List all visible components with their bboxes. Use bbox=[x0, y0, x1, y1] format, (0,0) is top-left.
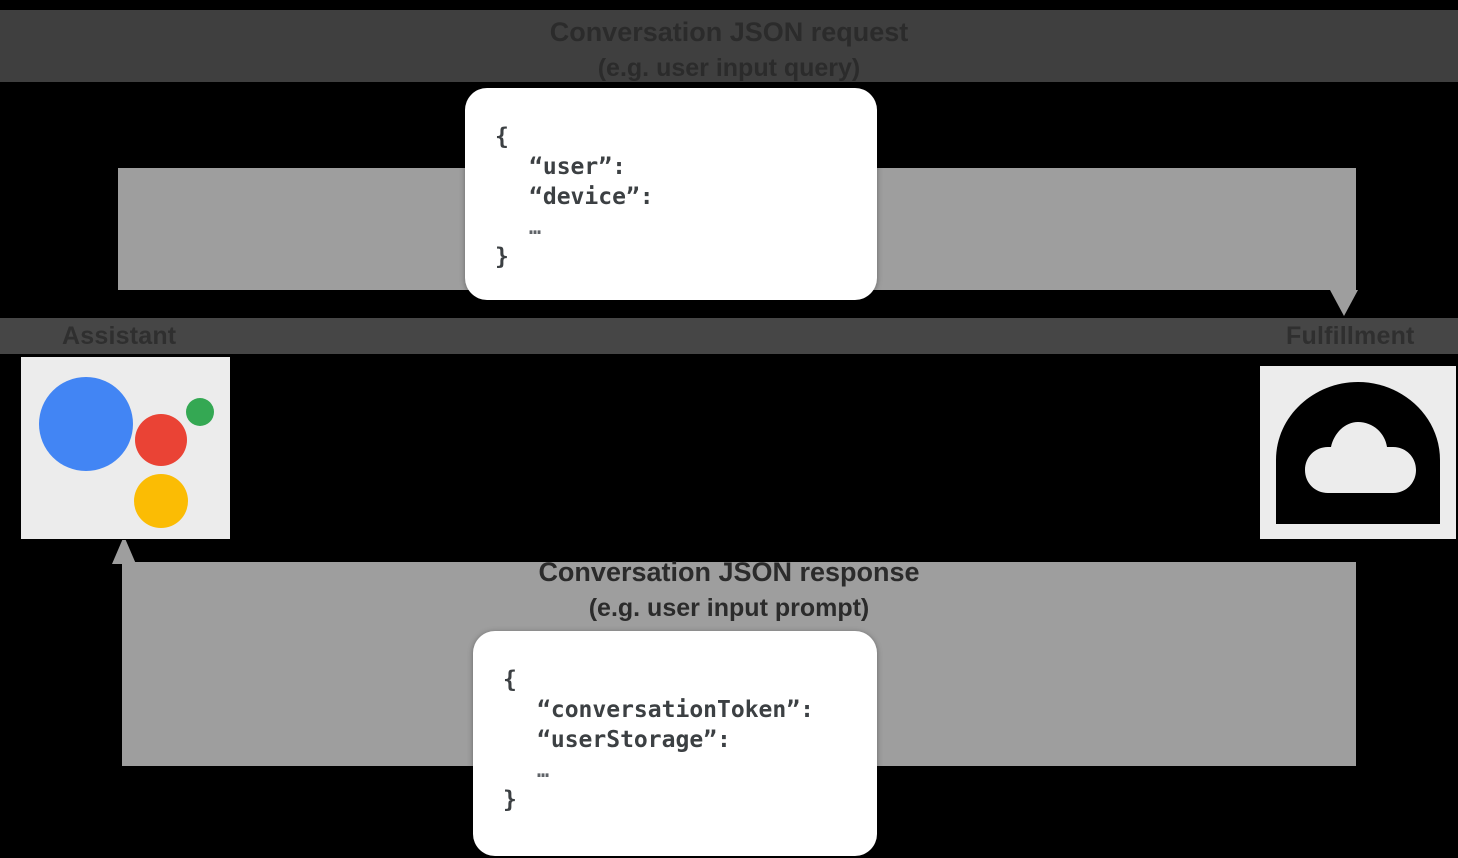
assistant-dot-green-icon bbox=[186, 398, 214, 426]
node-band bbox=[0, 318, 1458, 354]
request-json-open-brace: { bbox=[495, 124, 509, 150]
fulfillment-node-tile[interactable] bbox=[1260, 366, 1456, 539]
response-caption: Conversation JSON response (e.g. user in… bbox=[0, 554, 1458, 626]
google-assistant-logo-icon bbox=[21, 357, 230, 539]
response-caption-line1: Conversation JSON response bbox=[538, 557, 920, 587]
request-json-field-device: “device”: bbox=[529, 184, 654, 210]
request-caption: Conversation JSON request (e.g. user inp… bbox=[0, 14, 1458, 86]
request-json-ellipsis: … bbox=[529, 215, 542, 239]
request-caption-line2: (e.g. user input query) bbox=[597, 54, 861, 82]
node-row bbox=[0, 354, 1458, 540]
request-json-field-user: “user”: bbox=[529, 154, 626, 180]
request-json-close-brace: } bbox=[495, 244, 509, 270]
response-json-card: { “conversationToken”: “userStorage”: … … bbox=[473, 631, 877, 856]
google-cloud-icon bbox=[1260, 366, 1456, 539]
request-json-card: { “user”: “device”: … } bbox=[465, 88, 877, 300]
request-caption-strip bbox=[0, 10, 1458, 82]
response-json-field-conversation-token: “conversationToken”: bbox=[537, 697, 814, 723]
response-caption-line2: (e.g. user input prompt) bbox=[588, 594, 870, 622]
assistant-dot-yellow-icon bbox=[134, 474, 188, 528]
response-arrow-head bbox=[112, 536, 136, 564]
assistant-node-tile[interactable] bbox=[21, 357, 230, 539]
response-json-open-brace: { bbox=[503, 667, 517, 693]
assistant-dot-blue-icon bbox=[39, 377, 133, 471]
fulfillment-node-label: Fulfillment bbox=[1286, 322, 1415, 350]
assistant-dot-red-icon bbox=[135, 414, 187, 466]
request-arrow-head bbox=[1330, 290, 1358, 316]
assistant-node-label: Assistant bbox=[62, 322, 177, 350]
response-json-ellipsis: … bbox=[537, 758, 550, 782]
response-json-close-brace: } bbox=[503, 787, 517, 813]
response-json-field-user-storage: “userStorage”: bbox=[537, 727, 731, 753]
request-caption-line1: Conversation JSON request bbox=[549, 17, 909, 47]
